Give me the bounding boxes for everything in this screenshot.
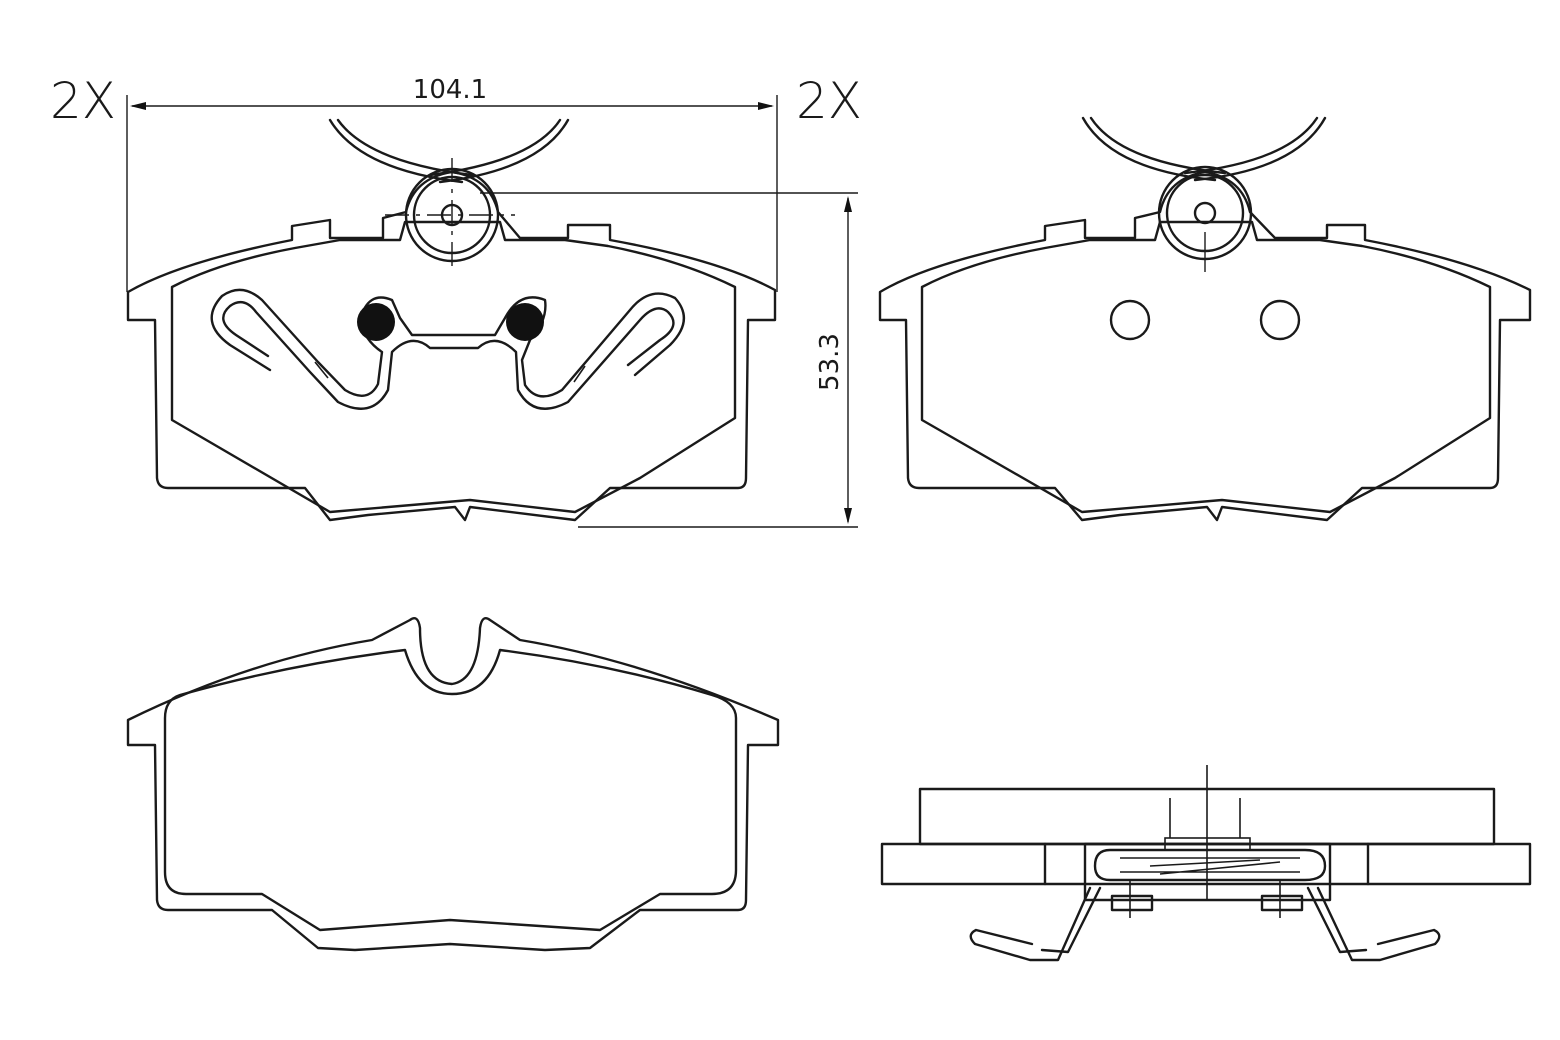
height-dimension: 53.3 bbox=[480, 192, 858, 528]
quantity-label-left: 2X bbox=[50, 72, 116, 130]
height-dimension-value: 53.3 bbox=[815, 333, 845, 391]
pad-view-friction-face bbox=[126, 617, 780, 952]
pad-view-side-profile bbox=[880, 765, 1532, 962]
pad-view-with-spring bbox=[126, 118, 777, 522]
width-dimension-value: 104.1 bbox=[413, 75, 487, 105]
quantity-label-right: 2X bbox=[796, 72, 862, 130]
pad-view-back bbox=[878, 116, 1532, 522]
width-dimension: 104.1 bbox=[126, 75, 778, 292]
